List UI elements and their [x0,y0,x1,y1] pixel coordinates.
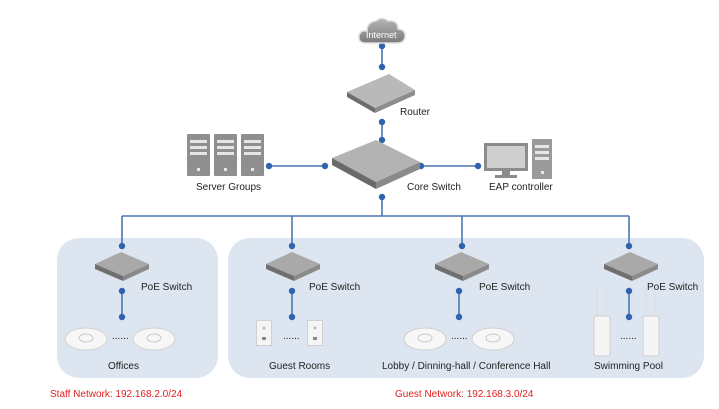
swimming-pool-label: Swimming Pool [594,361,663,372]
server-groups-label: Server Groups [196,182,262,193]
poe-switch-label: PoE Switch [309,282,361,293]
poe-switch-icon [604,252,658,281]
ceiling-ap-icon [64,327,108,351]
wall-plate-ap-icon [256,320,272,346]
outdoor-ap-icon [642,288,660,357]
server-groups-icon [187,134,265,176]
core-switch-icon [332,140,420,189]
ellipsis: ...... [283,331,300,342]
router-label: Router [400,107,431,118]
offices-label: Offices [108,361,139,372]
outdoor-ap-icon [593,288,611,357]
core-switch-label: Core Switch [407,182,461,193]
poe-switch-icon [435,252,489,281]
wall-plate-ap-icon [307,320,323,346]
eap-controller-icon [484,139,552,179]
poe-switch-label: PoE Switch [479,282,531,293]
internet-label: Internet [366,30,397,40]
poe-switch-label: PoE Switch [647,282,699,293]
lobby-label: Lobby / Dinning-hall / Conference Hall [382,361,551,372]
ellipsis: ...... [620,331,637,342]
ceiling-ap-icon [471,327,515,351]
poe-switch-label: PoE Switch [141,282,193,293]
poe-switch-icon [266,252,320,281]
internet-cloud-icon [358,17,406,44]
guest-rooms-label: Guest Rooms [269,361,331,372]
ceiling-ap-icon [132,327,176,351]
ceiling-ap-icon [403,327,447,351]
staff-network-label: Staff Network: 192.168.2.0/24 [50,389,183,400]
guest-network-label: Guest Network: 192.168.3.0/24 [395,389,534,400]
ellipsis: ...... [451,331,468,342]
poe-switch-icon [95,252,149,281]
router-icon [347,74,415,113]
eap-controller-label: EAP controller [489,182,553,193]
ellipsis: ...... [112,331,129,342]
